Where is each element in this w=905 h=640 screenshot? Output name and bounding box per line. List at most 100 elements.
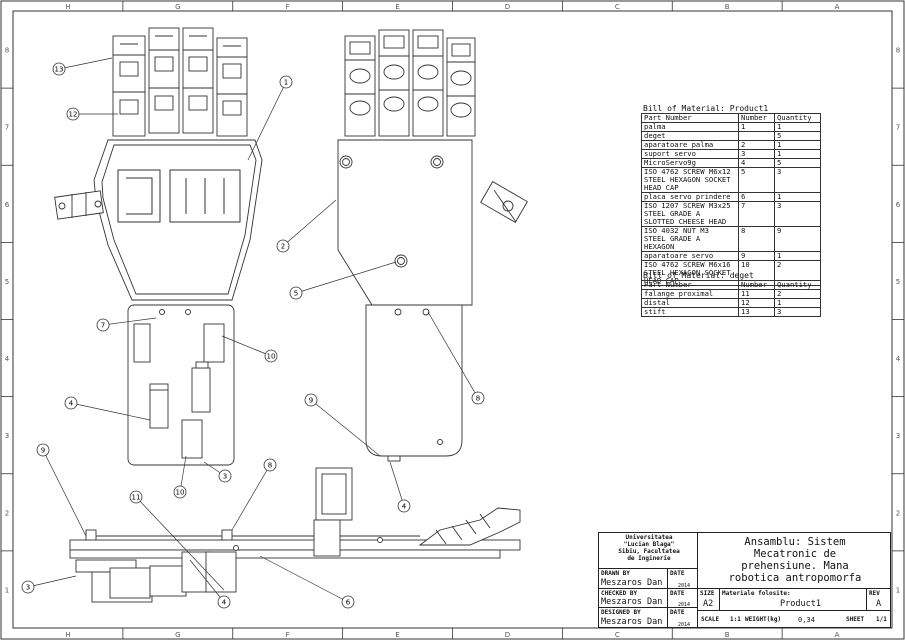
materials-cell: Materiale folosite: Product1 [719,588,867,611]
callout-bubble [66,107,80,121]
palm-logo [117,169,241,223]
palm [93,139,263,301]
callout-leader [295,261,397,294]
bom-row: ISO 1207 SCREW M3x25 STEEL GRADE A SLOTT… [641,201,822,227]
forearm-back [365,304,463,457]
callout-bubble [279,75,293,89]
bom-cell: 1 [738,122,775,132]
drawing-title: Ansamblu: Sistem Mecatronic de prehensiu… [728,536,862,584]
callout-bubble [304,393,318,407]
zone-label-left: 7 [5,124,9,132]
zone-label-bottom: C [615,631,620,639]
callout-bubble [264,349,278,363]
callout-number: 8 [476,395,480,403]
zone-label-right: 5 [896,278,900,286]
callout-bubble [96,318,110,332]
zone-label-left: 5 [5,278,9,286]
callout-number: 10 [267,353,276,361]
designed-date-label: DATE [670,609,685,616]
finger-b2 [378,29,410,137]
thumb-front [54,190,104,220]
designed-date-value: 2014 [678,622,691,628]
zone-label-bottom: F [286,631,290,639]
hand-side-view [69,467,521,603]
bom-cell: 2 [773,289,822,299]
weight-label: WEIGHT(kg) [745,616,782,623]
callout-number: 11 [132,494,141,502]
scale-label: SCALE [701,616,720,623]
checked-by-value: Meszaros Dan [601,597,663,607]
size-label: SIZE [700,590,715,597]
bom-cell: 3 [773,307,822,317]
bom-cell: ISO 1207 SCREW M3x25 STEEL GRADE A SLOTT… [641,201,739,227]
zone-label-bottom: D [505,631,510,639]
zone-label-top: B [725,3,730,11]
bom-finger-title: Bill of Material: deget [643,271,754,280]
callout-bubble [471,391,485,405]
size-value: A2 [703,599,714,609]
designed-date-cell: DATE 2014 [667,607,698,628]
callout-bubble [52,62,66,76]
bom-cell: 1 [773,122,822,132]
size-cell: SIZE A2 [697,588,720,611]
zone-label-left: 3 [5,432,9,440]
university-cell: Universitatea "Lucian Blaga" Sibiu, Facu… [598,532,698,569]
zone-label-top: H [65,3,70,11]
designed-by-cell: DESIGNED BY Meszaros Dan [598,607,668,628]
zone-label-right: 3 [896,432,900,440]
bom-cell: ISO 4032 NUT M3 STEEL GRADE A HEXAGON [641,226,739,252]
callout-leader [389,461,405,507]
callout-number: 7 [101,322,105,330]
bom-cell: 1 [773,149,822,159]
drawn-date-label: DATE [670,570,685,577]
drawn-by-value: Meszaros Dan [601,578,663,588]
designed-by-value: Meszaros Dan [601,617,663,627]
zone-label-right: 7 [896,124,900,132]
callout-leader [135,496,225,591]
zone-label-right: 2 [896,509,900,517]
zone-label-left: 4 [5,355,10,363]
callout-number: 9 [41,447,45,455]
bom-cell: 5 [738,167,775,193]
zone-label-top: E [395,3,399,11]
zone-label-right: 8 [896,47,900,55]
bom-cell: 1 [773,192,822,202]
bom-cell: 1 [773,140,822,150]
callout-leader [282,199,337,247]
rev-label: REV [869,590,880,597]
callout-number: 4 [222,599,227,607]
bom-cell: 9 [773,226,822,252]
bom-cell: stift [641,307,739,317]
callout-leader [259,555,349,603]
bom-cell: 7 [738,201,775,227]
zone-label-right: 1 [896,586,900,594]
callout-number: 3 [223,473,227,481]
zone-label-bottom: H [65,631,70,639]
drawn-date-cell: DATE 2014 [667,568,698,589]
bom-cell: 5 [773,158,822,168]
zone-label-bottom: A [835,631,840,639]
bom-cell: 1 [773,251,822,261]
zone-label-top: F [286,3,290,11]
bom-header-cell: Quantity [773,113,822,123]
bom-row: ISO 4762 SCREW M6x12 STEEL HEXAGON SOCKE… [641,167,822,193]
zone-label-top: A [835,3,840,11]
drawn-by-label: DRAWN BY [601,570,630,577]
callout-leader [27,575,77,588]
callout-leader [221,335,272,357]
zone-label-right: 6 [896,201,901,209]
zone-label-left: 6 [5,201,10,209]
checked-date-cell: DATE 2014 [667,588,698,608]
callout-leader [231,464,271,531]
bom-main-title: Bill of Material: Product1 [643,104,769,113]
callout-number: 2 [281,243,285,251]
university-name: Universitatea "Lucian Blaga" Sibiu, Facu… [618,534,680,562]
